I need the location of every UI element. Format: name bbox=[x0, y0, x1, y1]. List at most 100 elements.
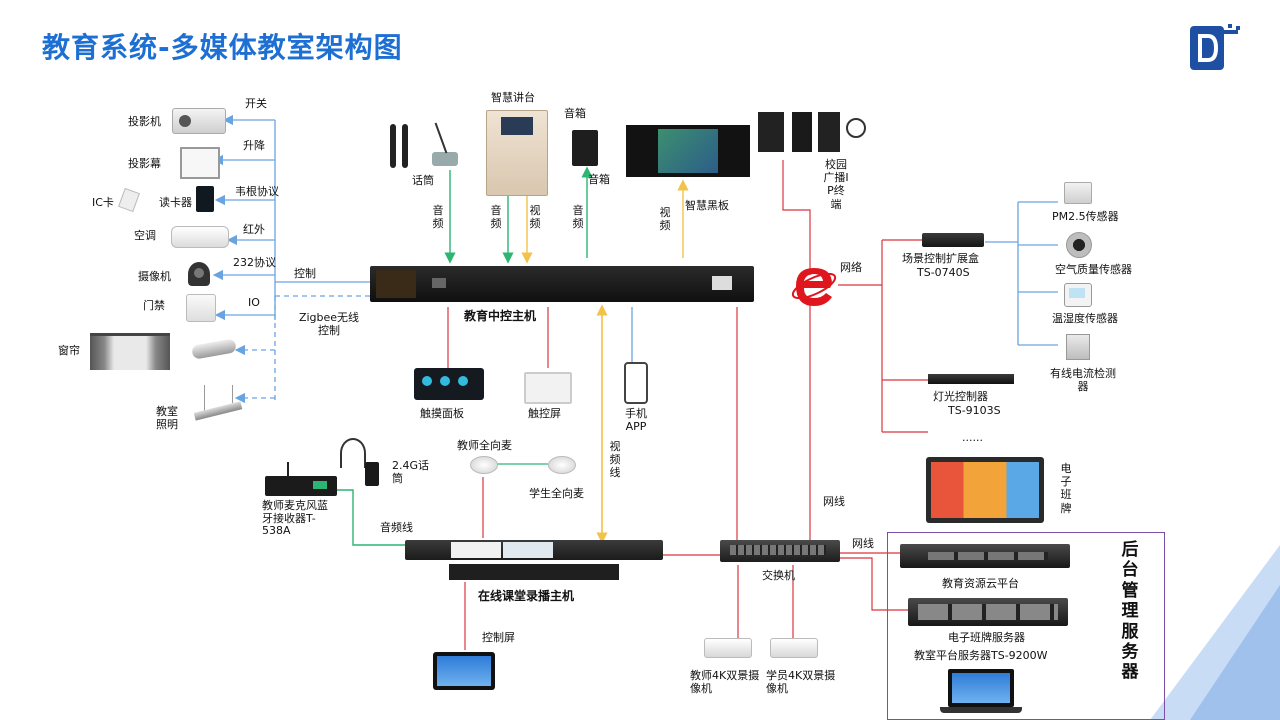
io-signal-label: IO bbox=[248, 296, 260, 309]
scene-control-box-label: 场景控制扩展盒 bbox=[902, 252, 979, 265]
recording-host-label: 在线课堂录播主机 bbox=[478, 589, 575, 603]
lighting-label: 教室照明 bbox=[156, 405, 178, 431]
curtain-label: 窗帘 bbox=[58, 344, 80, 357]
air-quality-sensor-label: 空气质量传感器 bbox=[1055, 263, 1132, 276]
classroom-server-label: 教室平台服务器TS-9200W bbox=[914, 649, 1048, 662]
microphone-label: 话筒 bbox=[412, 174, 434, 187]
audio-label-3: 音频 bbox=[572, 204, 584, 231]
central-control-host-label: 教育中控主机 bbox=[464, 309, 537, 323]
camera-label: 摄像机 bbox=[138, 270, 171, 283]
projection-screen-label: 投影幕 bbox=[128, 157, 161, 170]
current-detector-label: 有线电流检测器 bbox=[1050, 367, 1116, 393]
rs232-signal-label: 232协议 bbox=[233, 256, 276, 269]
corner-decoration bbox=[1150, 545, 1280, 720]
net-line-label-2: 网线 bbox=[852, 537, 874, 550]
electronic-class-board-label: 电子班牌 bbox=[1060, 462, 1072, 515]
temp-humidity-sensor-image bbox=[1064, 283, 1092, 307]
teacher-4k-camera-label: 教师4K双景摄像机 bbox=[690, 669, 760, 695]
pm25-sensor-image bbox=[1064, 182, 1092, 204]
recording-host-image bbox=[405, 540, 663, 582]
headset-mic-image bbox=[340, 438, 366, 468]
wiegand-signal-label: 韦根协议 bbox=[235, 185, 279, 198]
scene-control-box-image bbox=[922, 233, 984, 247]
control-signal-label: 控制 bbox=[294, 267, 316, 280]
backend-servers-title: 后台管理服务器 bbox=[1121, 540, 1139, 683]
speaker-top-label: 音箱 bbox=[564, 107, 586, 120]
control-screen-label: 控制屏 bbox=[482, 631, 515, 644]
projection-screen-image bbox=[180, 147, 220, 179]
touch-panel-label: 触摸面板 bbox=[420, 407, 464, 420]
smart-blackboard-image bbox=[626, 125, 750, 177]
speaker-bottom-label: 音箱 bbox=[588, 173, 610, 186]
light-controller-label: 灯光控制器 bbox=[933, 390, 988, 403]
network-e-icon bbox=[791, 268, 837, 306]
switch-signal-label: 开关 bbox=[245, 97, 267, 110]
broadcast-terminal-image bbox=[758, 106, 870, 154]
temp-humidity-sensor-label: 温湿度传感器 bbox=[1052, 312, 1118, 325]
light-controller-image bbox=[928, 374, 1014, 384]
board-server-image bbox=[908, 598, 1068, 626]
audio-label-2: 音频 bbox=[490, 204, 502, 231]
air-conditioner-label: 空调 bbox=[134, 229, 156, 242]
podium-image bbox=[486, 110, 548, 196]
network-switch-label: 交换机 bbox=[762, 569, 795, 582]
touch-screen-image bbox=[524, 372, 572, 404]
video-line-label: 视频线 bbox=[609, 440, 621, 480]
card-reader-image bbox=[196, 186, 214, 212]
ic-card-label: IC卡 bbox=[92, 196, 114, 209]
video-label-2: 视频 bbox=[659, 206, 671, 233]
card-reader-label: 读卡器 bbox=[159, 196, 192, 209]
light-controller-model: TS-9103S bbox=[948, 404, 1001, 417]
audio-label-1: 音频 bbox=[432, 204, 444, 231]
student-4k-camera-label: 学员4K双景摄像机 bbox=[766, 669, 836, 695]
mobile-app-image bbox=[624, 362, 648, 404]
teacher-omni-mic-image bbox=[470, 456, 498, 474]
bluetooth-receiver-image bbox=[265, 462, 337, 496]
air-conditioner-image bbox=[171, 226, 229, 248]
access-control-label: 门禁 bbox=[143, 299, 165, 312]
cloud-platform-label: 教育资源云平台 bbox=[942, 577, 1019, 590]
projector-image bbox=[172, 108, 226, 134]
student-omni-mic-label: 学生全向麦 bbox=[529, 487, 584, 500]
lift-signal-label: 升降 bbox=[243, 139, 265, 152]
zigbee-signal-label: Zigbee无线控制 bbox=[298, 311, 360, 337]
network-switch-image bbox=[720, 540, 840, 562]
mobile-app-label: 手机APP bbox=[625, 407, 647, 433]
podium-label: 智慧讲台 bbox=[491, 91, 535, 104]
microphone-image bbox=[386, 118, 466, 174]
student-4k-camera-image bbox=[770, 638, 818, 658]
scene-control-box-model: TS-0740S bbox=[917, 266, 970, 279]
speaker-image bbox=[572, 130, 598, 166]
video-label-1: 视频 bbox=[529, 204, 541, 231]
network-label: 网络 bbox=[840, 261, 862, 274]
bluetooth-receiver-label: 教师麦克风蓝牙接收器T-538A bbox=[262, 499, 328, 538]
more-devices-ellipsis: ...... bbox=[962, 431, 983, 444]
audio-line-label: 音频线 bbox=[380, 521, 413, 534]
access-control-image bbox=[186, 294, 216, 322]
teacher-4k-camera-image bbox=[704, 638, 752, 658]
page-title: 教育系统-多媒体教室架构图 bbox=[42, 31, 403, 64]
camera-image bbox=[188, 262, 210, 286]
curtain-image bbox=[90, 333, 170, 370]
company-logo bbox=[1190, 24, 1240, 70]
projector-label: 投影机 bbox=[128, 115, 161, 128]
pm25-sensor-label: PM2.5传感器 bbox=[1052, 210, 1119, 223]
air-quality-sensor-image bbox=[1066, 232, 1092, 258]
smart-blackboard-label: 智慧黑板 bbox=[685, 199, 729, 212]
lighting-image bbox=[193, 385, 244, 435]
wireless-24g-mic-label: 2.4G话筒 bbox=[392, 459, 430, 485]
wireless-transmitter-image bbox=[365, 462, 379, 486]
current-detector-image bbox=[1066, 334, 1090, 360]
touch-screen-label: 触控屏 bbox=[528, 407, 561, 420]
server-laptop-image bbox=[940, 669, 1022, 714]
electronic-class-board-image bbox=[926, 457, 1044, 523]
broadcast-terminal-label: 校园广播IP终端 bbox=[823, 158, 849, 211]
touch-panel-image bbox=[414, 368, 484, 400]
student-omni-mic-image bbox=[548, 456, 576, 474]
central-control-host-image bbox=[370, 266, 754, 302]
net-line-label-1: 网线 bbox=[823, 495, 845, 508]
teacher-omni-mic-label: 教师全向麦 bbox=[457, 439, 512, 452]
control-screen-image bbox=[433, 652, 495, 690]
board-server-label: 电子班牌服务器 bbox=[948, 631, 1025, 644]
